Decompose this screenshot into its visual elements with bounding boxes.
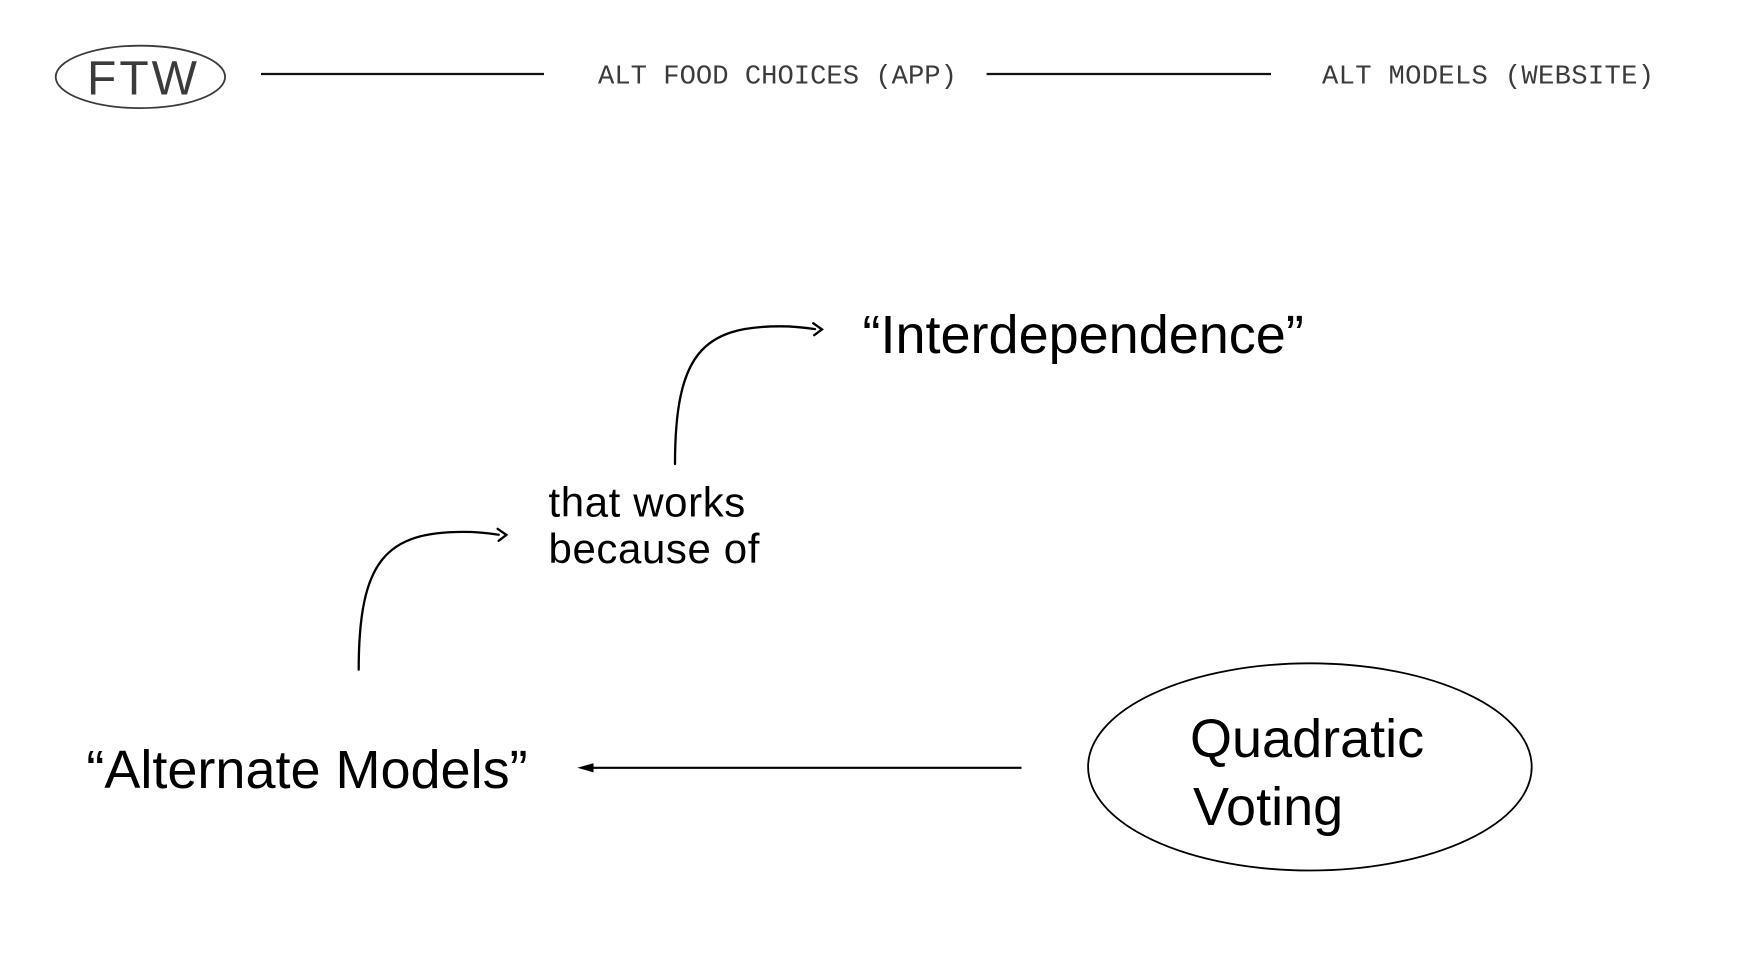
svg-text:FTW: FTW — [87, 53, 200, 106]
svg-text:“Alternate Models”: “Alternate Models” — [86, 740, 527, 800]
svg-text:Voting: Voting — [1193, 777, 1343, 837]
svg-text:ALT MODELS (WEBSITE): ALT MODELS (WEBSITE) — [1322, 62, 1654, 93]
svg-text:because of: because of — [549, 525, 761, 572]
svg-text:that works: that works — [549, 478, 746, 525]
svg-text:Quadratic: Quadratic — [1190, 709, 1424, 769]
svg-text:“Interdependence”: “Interdependence” — [863, 305, 1304, 365]
svg-text:ALT FOOD CHOICES (APP): ALT FOOD CHOICES (APP) — [598, 62, 957, 93]
